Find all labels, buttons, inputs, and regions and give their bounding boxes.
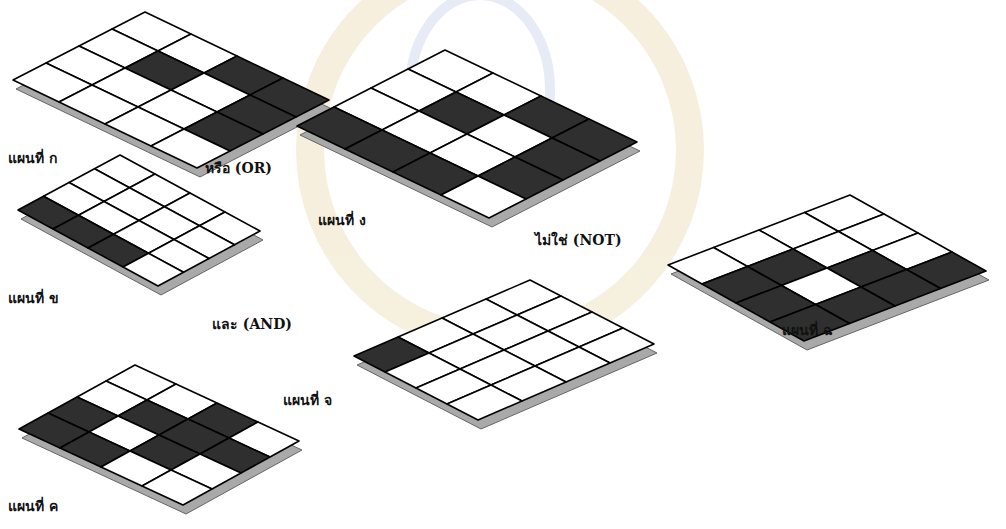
operator-label: และ (AND) [212, 316, 292, 333]
map-grid [668, 195, 989, 350]
map-label: แผนที่ ง [318, 212, 366, 229]
map-grid [297, 50, 640, 227]
operator-label: หรือ (OR) [205, 160, 272, 177]
map-label: แผนที่ จ [283, 392, 332, 409]
map-grid [354, 280, 657, 429]
map-shadow [671, 204, 989, 350]
watermark-seal [310, 0, 690, 340]
map-label: แผนที่ ข [8, 290, 59, 307]
map-shadow [21, 164, 263, 295]
operator-label: ไม่ใช่ (NOT) [535, 232, 622, 249]
map-label: แผนที่ ก [8, 150, 57, 167]
map-shadow [16, 21, 332, 177]
grid-cell [123, 253, 184, 286]
map-label: แผนที่ ค [8, 498, 58, 515]
grid-cell [447, 385, 522, 420]
grid-cell [770, 305, 850, 342]
map-grid [19, 365, 302, 514]
grid-cell [441, 176, 526, 218]
grid-cell [142, 470, 212, 505]
map-label: แผนที่ ฉ [782, 322, 833, 339]
map-grid [13, 12, 332, 177]
